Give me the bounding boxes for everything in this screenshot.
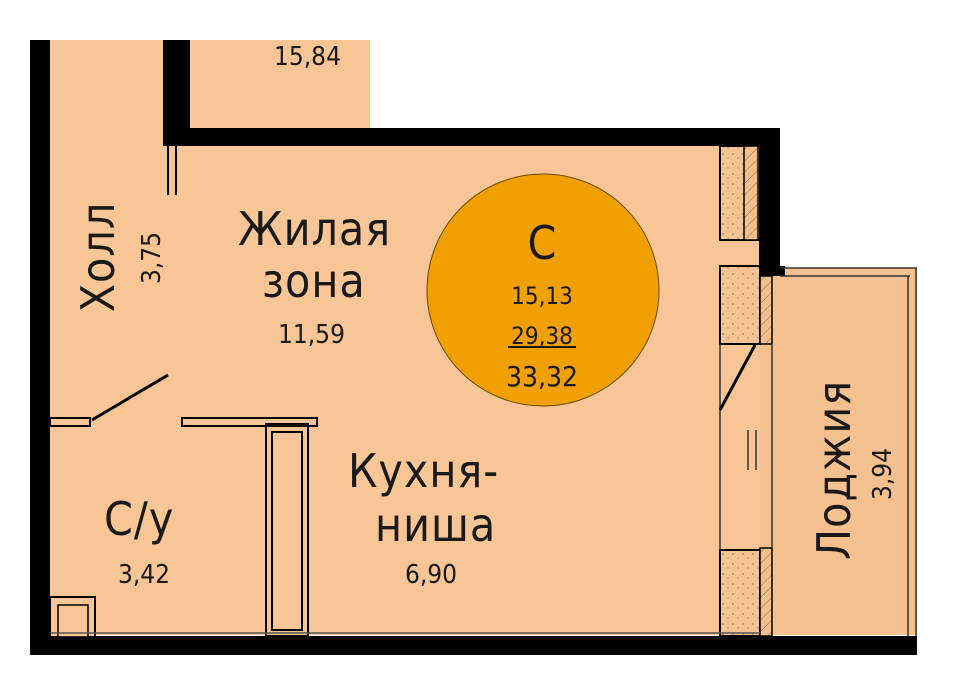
living-name-line2: зона [262,254,366,308]
bathroom-area: 3,42 [118,560,171,590]
badge-type: С [527,216,557,270]
hall-area: 3,75 [137,231,167,285]
living-name-line1: Жилая [238,202,392,256]
bathroom-name: С/у [104,492,175,546]
badge-living-area: 15,13 [511,282,573,310]
kitchen-area: 6,90 [405,560,458,590]
hall-name: Холл [71,201,125,313]
kitchen-name-line2: ниша [375,498,497,552]
badge-total-with-loggia: 33,32 [505,360,579,393]
badge-total-area: 29,38 [511,322,573,350]
living-area: 11,59 [278,320,345,350]
outer-walls [30,40,917,655]
hatched-walls [719,145,773,637]
loggia-area: 3,94 [868,447,898,501]
apartment-badge [426,173,660,407]
kitchen-cabinet [265,423,309,637]
top-room-area: 15,84 [274,42,341,72]
bathroom-walls [49,373,318,638]
loggia-glazing [719,267,917,636]
loggia-name: Лоджия [807,379,861,560]
kitchen-name-line1: Кухня- [348,444,500,498]
hall-partition [167,146,177,195]
balcony-door [718,344,757,411]
